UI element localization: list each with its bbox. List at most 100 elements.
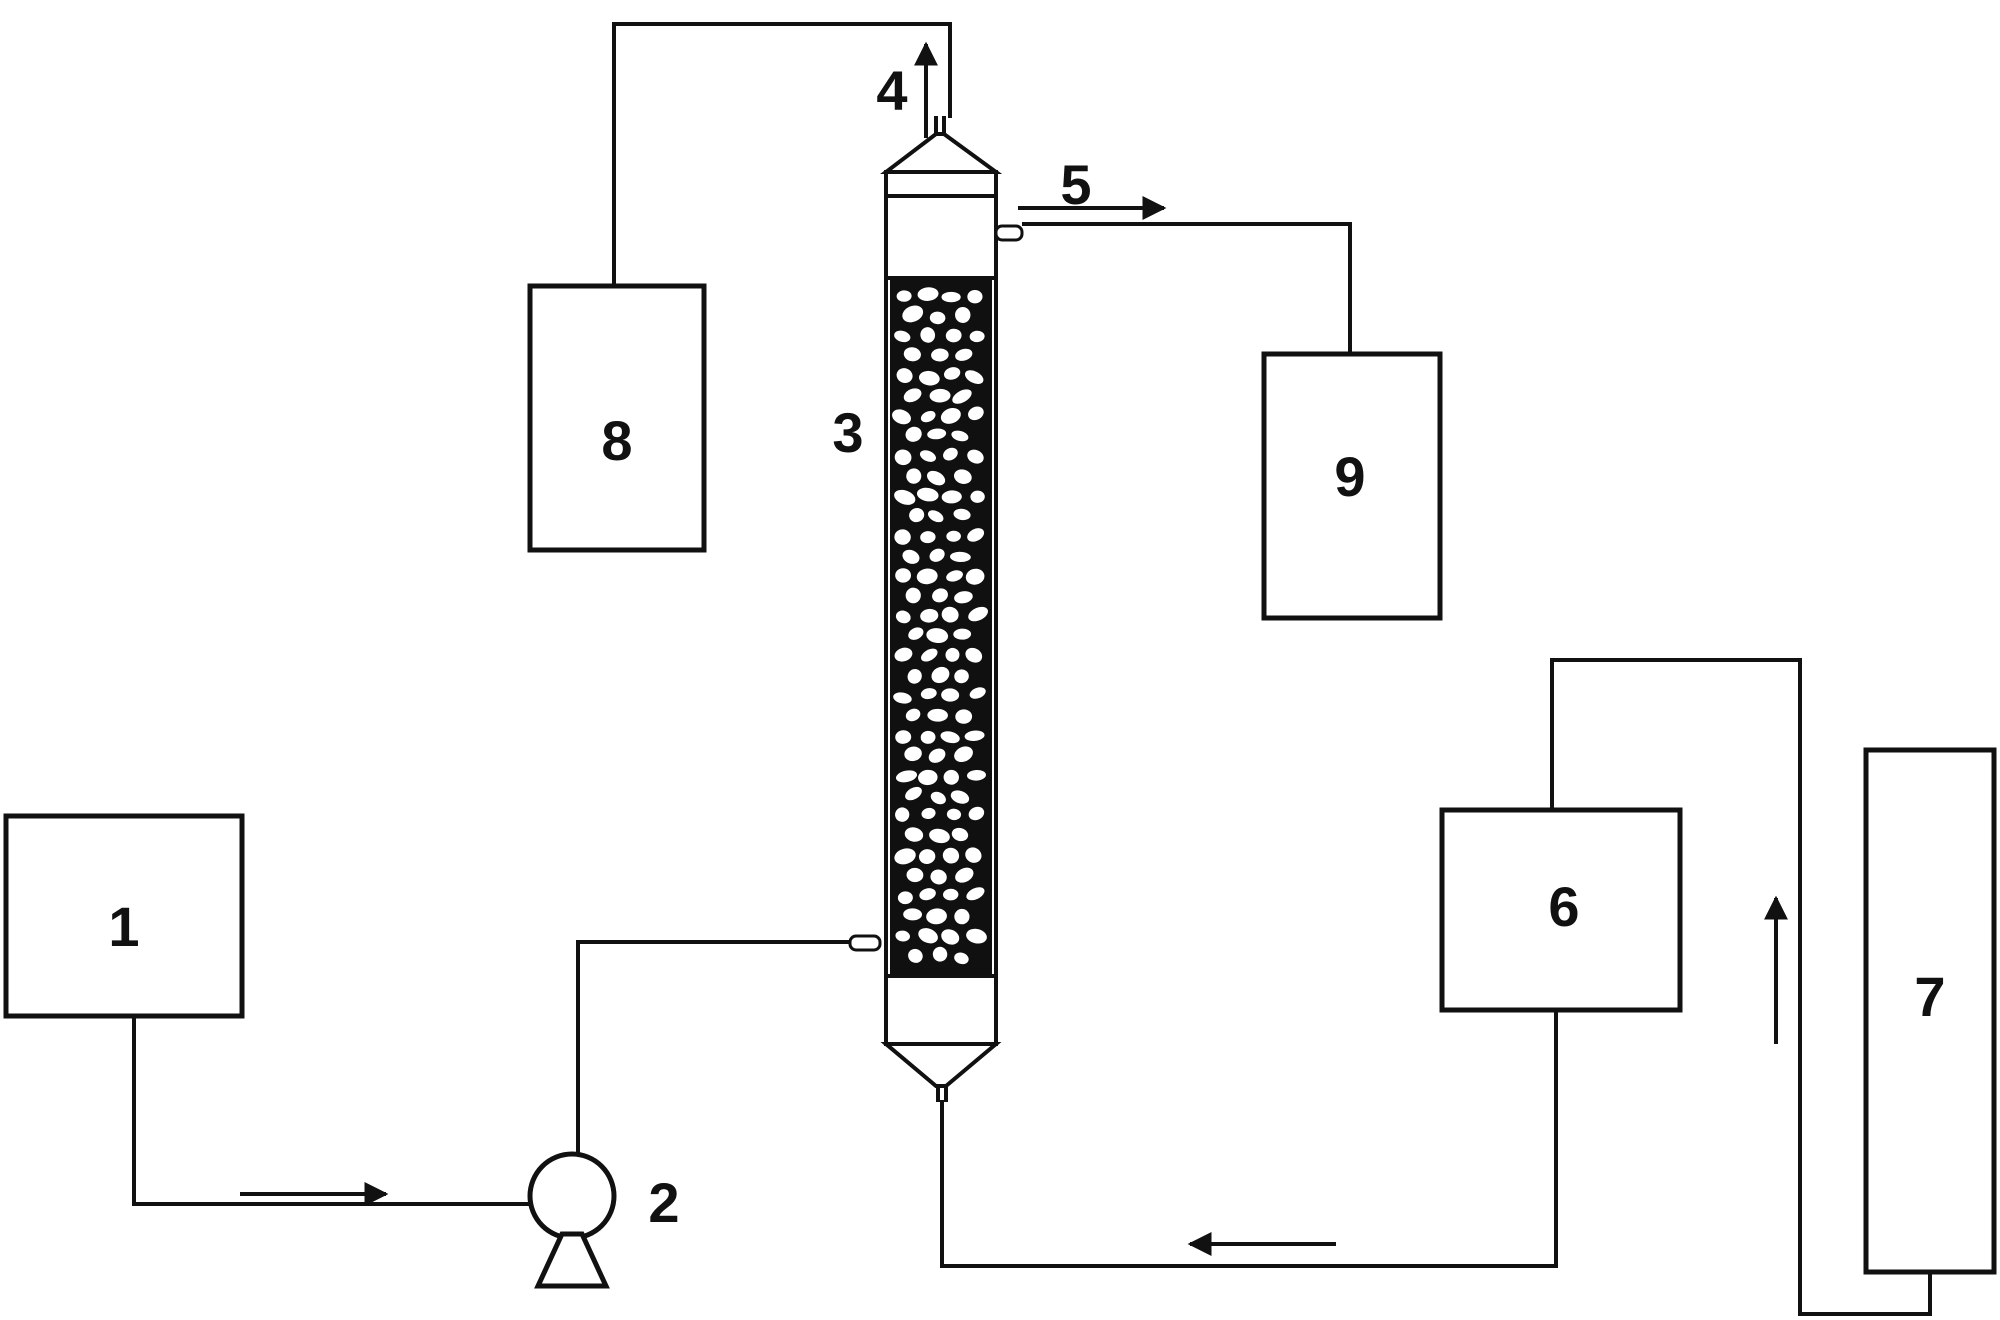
- packing-pellet: [902, 549, 920, 564]
- packing-pellet: [905, 786, 922, 801]
- packing-pellet: [918, 370, 940, 386]
- label-3: 3: [832, 401, 863, 464]
- packing-pellet: [895, 568, 911, 583]
- pump-2: 2: [527, 1151, 680, 1289]
- column-side-outlet-nozzle: [994, 224, 1024, 242]
- label-5: 5: [1060, 153, 1091, 216]
- packing-pellet: [943, 769, 959, 785]
- packing-pellet: [943, 367, 961, 380]
- packing-pellet: [929, 388, 951, 403]
- packing-pellet: [904, 827, 924, 842]
- packed-column-3: 3: [832, 116, 1003, 1102]
- packing-pellet: [954, 908, 970, 925]
- packing-pellet: [908, 627, 924, 640]
- packing-pellet: [950, 551, 971, 563]
- packing-pellet: [945, 647, 960, 662]
- pipe-unit6-to-column-bottom: [940, 1010, 1558, 1268]
- pipe-side-outlet-to-tank9: [1022, 222, 1352, 354]
- pipe-pump-to-column: [576, 940, 874, 1154]
- packing-pellet: [894, 647, 913, 662]
- packing-pellet: [916, 487, 939, 502]
- packing-pellet: [966, 887, 985, 901]
- packing-pellet: [946, 570, 963, 582]
- packing-pellet: [929, 311, 946, 325]
- packing-pellet: [920, 327, 936, 343]
- packing-pellet: [920, 531, 936, 544]
- tank-9: 9: [1261, 351, 1443, 621]
- label-9: 9: [1334, 445, 1365, 508]
- packing-pellet: [895, 807, 910, 822]
- packing-pellet: [892, 409, 911, 425]
- packing-pellet: [927, 708, 948, 722]
- packing-pellet: [968, 406, 984, 421]
- packing-pellet: [905, 708, 921, 722]
- packing-pellet: [954, 591, 973, 604]
- packing-pellet: [955, 348, 973, 361]
- packing-pellet: [904, 746, 922, 762]
- packing-pellet: [969, 330, 985, 343]
- packing-pellet: [951, 827, 969, 842]
- packing-pellet: [926, 908, 947, 925]
- pipe-tank1-to-pump: [132, 1016, 530, 1206]
- packing-pellet: [895, 930, 910, 942]
- packing-pellet: [920, 410, 936, 423]
- packing-pellet: [965, 847, 982, 863]
- packing-pellet: [903, 347, 921, 362]
- packing-pellet: [930, 791, 946, 805]
- label-8: 8: [601, 409, 632, 472]
- packing-pellet: [894, 489, 916, 505]
- packing-pellet: [940, 731, 960, 744]
- packing-pellet: [950, 790, 970, 804]
- unit-7: 7: [1863, 747, 1997, 1275]
- packing-pellet: [926, 470, 946, 486]
- packing-pellet: [951, 430, 969, 442]
- packing-pellet: [965, 647, 983, 663]
- packing-pellet: [917, 287, 939, 301]
- packing-pellet: [966, 928, 987, 944]
- packing-pellet: [919, 888, 936, 901]
- packing-pellet: [946, 808, 962, 821]
- packing-pellet: [953, 628, 972, 640]
- label-6: 6: [1548, 875, 1579, 938]
- unit-6: 6: [1439, 807, 1683, 1013]
- label-7: 7: [1914, 965, 1945, 1028]
- packing-pellet: [920, 608, 939, 623]
- packing-pellet: [896, 368, 913, 384]
- packing-pellet: [967, 528, 985, 542]
- packing-pellet: [964, 730, 985, 742]
- column-packing: [890, 280, 992, 974]
- packing-pellet: [907, 668, 922, 684]
- packing-pellet: [918, 769, 938, 786]
- packing-pellet: [931, 666, 950, 684]
- packing-pellet: [931, 348, 949, 362]
- packing-pellet: [967, 289, 983, 304]
- packing-pellet: [921, 807, 936, 820]
- packing-pellet: [941, 929, 960, 945]
- packing-pellet: [932, 946, 948, 962]
- packing-pellet: [897, 891, 913, 905]
- packing-pellet: [964, 370, 984, 384]
- packing-pellet: [921, 648, 938, 662]
- packing-pellet: [918, 849, 936, 864]
- packing-pellet: [903, 908, 922, 921]
- packing-pellet: [928, 510, 944, 523]
- packing-pellet: [928, 748, 946, 763]
- packing-pellet: [943, 888, 959, 901]
- packing-pellet: [953, 469, 972, 484]
- packing-pellet: [955, 709, 973, 724]
- packing-pellet: [906, 867, 924, 883]
- packing-pellet: [895, 770, 918, 783]
- packing-pellet: [929, 548, 945, 562]
- packing-pellet: [918, 928, 938, 944]
- packing-pellet: [941, 490, 962, 504]
- packing-pellet: [968, 606, 988, 622]
- packing-pellet: [893, 692, 912, 704]
- feed-tank-1: 1: [3, 813, 245, 1019]
- packing-pellet: [895, 610, 911, 624]
- packing-pellet: [905, 587, 921, 604]
- packing-pellet: [909, 508, 925, 523]
- packing-pellet: [945, 328, 962, 343]
- packing-pellet: [894, 330, 911, 343]
- packing-pellet: [946, 530, 961, 542]
